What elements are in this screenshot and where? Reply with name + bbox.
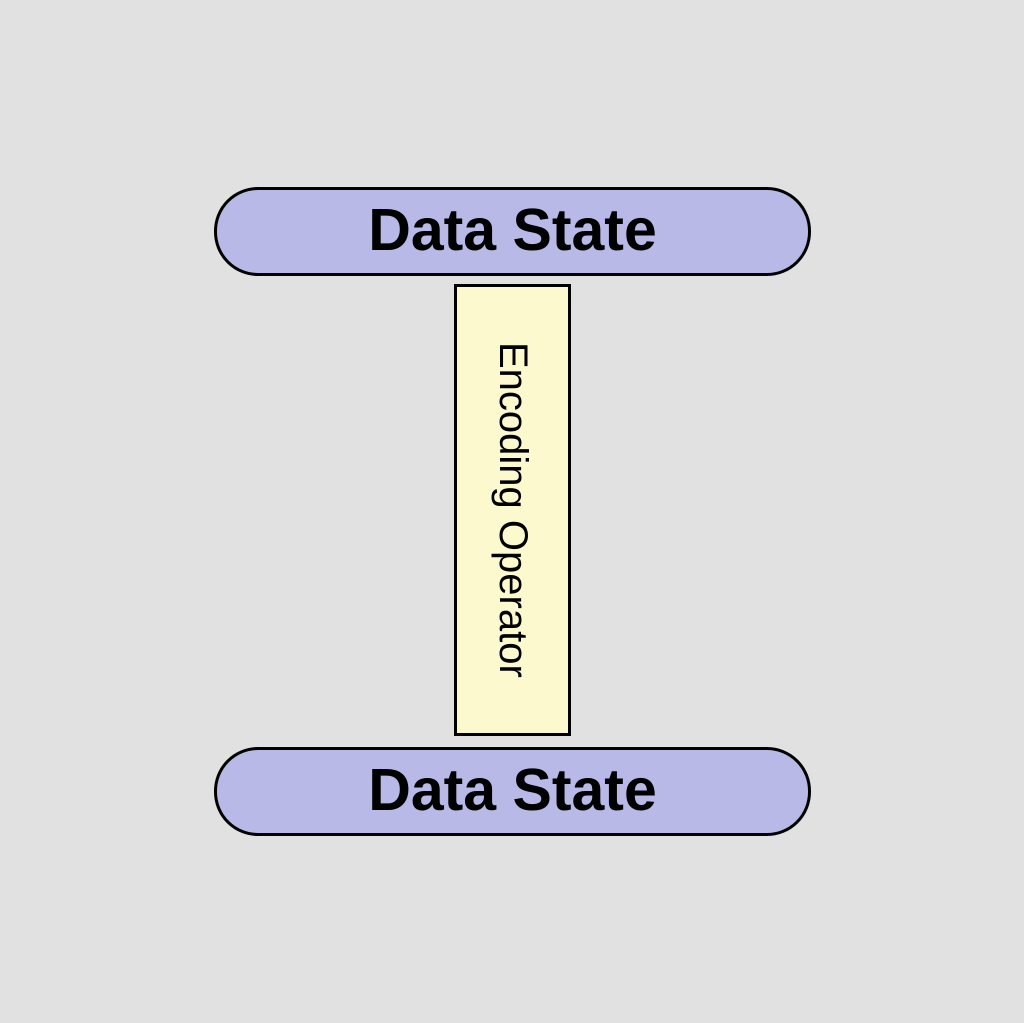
node-label-data-state-bottom: Data State bbox=[368, 756, 657, 823]
node-label-encoding-operator: Encoding Operator bbox=[491, 342, 535, 678]
node-label-data-state-top: Data State bbox=[368, 196, 657, 263]
node-data-state-bottom: Data State bbox=[214, 747, 811, 836]
node-encoding-operator: Encoding Operator bbox=[454, 284, 571, 736]
node-data-state-top: Data State bbox=[214, 187, 811, 276]
